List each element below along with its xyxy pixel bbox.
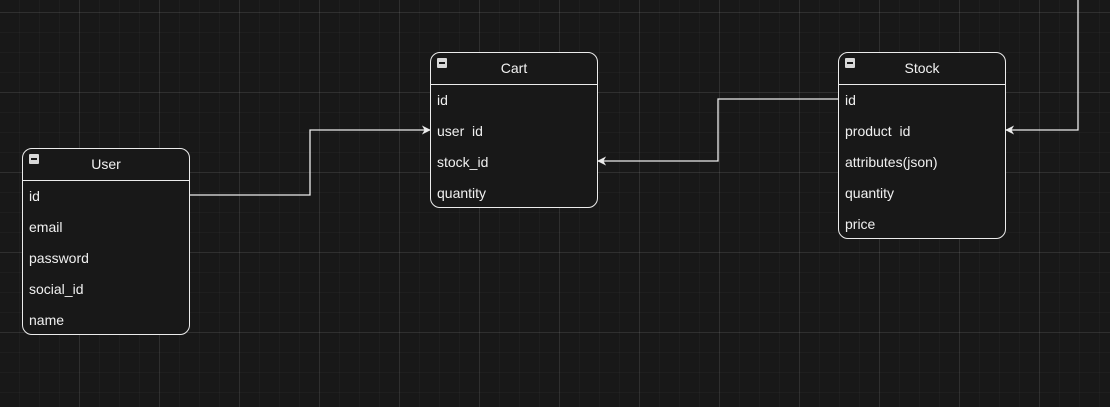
field-user-id[interactable]: id (29, 188, 40, 204)
table-user-header[interactable]: User (23, 149, 189, 181)
field-stock-product-id[interactable]: product id (845, 123, 911, 139)
table-user[interactable]: User id email password social_id name (22, 148, 190, 335)
connector-user-to-cart[interactable] (190, 125, 431, 196)
table-stock[interactable]: Stock id product id attributes(json) qua… (838, 52, 1006, 239)
collapse-icon[interactable] (29, 154, 39, 164)
table-stock-header[interactable]: Stock (839, 53, 1005, 85)
field-user-email[interactable]: email (29, 219, 63, 235)
collapse-icon[interactable] (437, 58, 447, 68)
table-stock-title: Stock (904, 60, 940, 76)
collapse-icon[interactable] (845, 58, 855, 68)
field-cart-stock-id[interactable]: stock_id (437, 154, 489, 170)
table-user-title: User (91, 156, 121, 172)
field-stock-attributes[interactable]: attributes(json) (845, 154, 938, 170)
connector-offscreen-to-stock[interactable] (1005, 0, 1079, 135)
field-stock-quantity[interactable]: quantity (845, 185, 895, 201)
field-stock-id[interactable]: id (845, 92, 856, 108)
field-cart-user-id[interactable]: user id (437, 123, 483, 139)
table-cart-title: Cart (500, 60, 528, 76)
field-cart-id[interactable]: id (437, 92, 448, 108)
field-user-password[interactable]: password (29, 250, 89, 266)
table-cart-header[interactable]: Cart (431, 53, 597, 85)
connector-stock-to-cart[interactable] (597, 98, 839, 166)
table-cart[interactable]: Cart id user id stock_id quantity (430, 52, 598, 208)
field-stock-price[interactable]: price (845, 216, 876, 232)
field-user-social-id[interactable]: social_id (29, 281, 84, 297)
field-user-name[interactable]: name (29, 312, 65, 328)
field-cart-quantity[interactable]: quantity (437, 185, 487, 201)
